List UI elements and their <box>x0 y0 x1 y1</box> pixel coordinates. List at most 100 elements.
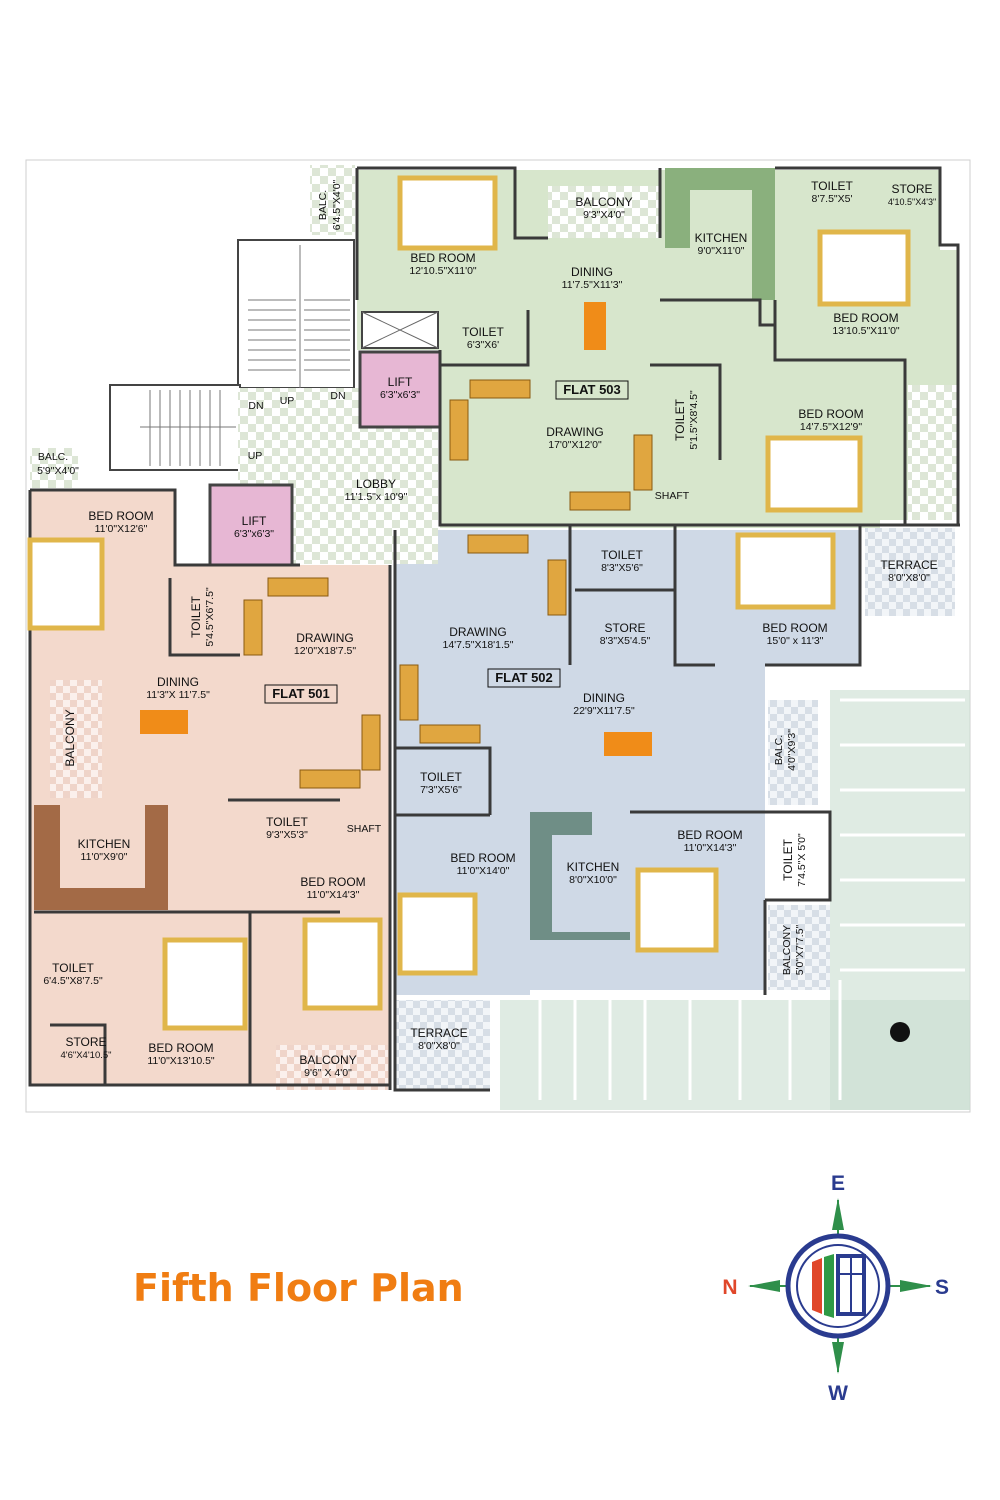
room-dim: 22'9"X11'7.5" <box>573 705 635 717</box>
stair-dn-label: DN <box>330 390 345 402</box>
stair-dn-label: DN <box>248 400 263 412</box>
room-dim: 8'3"X5'6" <box>601 562 643 574</box>
room-name: TOILET <box>781 838 795 880</box>
room-name: TOILET <box>189 595 203 637</box>
room-dim: 8'3"X5'4.5" <box>600 635 651 647</box>
room-dim: 8'7.5"X5' <box>811 193 852 205</box>
room-name: TERRACE <box>880 558 937 572</box>
room-dim: 9'6" X 4'0" <box>304 1067 352 1079</box>
room-dim: 9'3"X4'0" <box>583 209 625 221</box>
room-dim: 5'9"X4'0" <box>37 465 79 477</box>
furniture <box>27 175 911 1031</box>
room-dim: 7'3"X5'6" <box>420 784 462 796</box>
parking-bays <box>538 698 965 1100</box>
room-name: TOILET <box>811 179 853 193</box>
kitchen-502-counter <box>530 812 630 940</box>
room-dim: 11'0"X14'3" <box>307 889 360 901</box>
room-name: DRAWING <box>296 631 354 645</box>
flat-502-area <box>395 528 955 1090</box>
room-dim: 12'0"X18'7.5" <box>294 645 357 657</box>
room-name: BED ROOM <box>148 1041 213 1055</box>
room-dim: 17'0"X12'0" <box>548 439 602 451</box>
room-name: BED ROOM <box>677 828 742 842</box>
room-dim: 8'0"X10'0" <box>569 874 617 886</box>
room-name: BALCONY <box>575 195 632 209</box>
room-dim: 11'0"X12'6" <box>95 523 148 535</box>
staircase <box>109 239 355 471</box>
room-dim: 8'0"X8'0" <box>418 1040 460 1052</box>
room-dim: 14'7.5"X18'1.5" <box>442 639 513 651</box>
room-name: LIFT <box>388 375 413 389</box>
column-marker <box>890 1022 910 1042</box>
shaft-label: SHAFT <box>347 823 382 835</box>
room-name: DINING <box>571 265 613 279</box>
room-dim: 11'0"X14'3" <box>684 842 737 854</box>
room-dim: 15'0" x 11'3" <box>767 635 824 647</box>
room-name: BALC. <box>38 451 68 463</box>
room-dim: 11'0"X13'10.5" <box>147 1055 215 1067</box>
room-dim: 5'0"X7'7.5" <box>794 924 806 975</box>
compass-north: N <box>722 1276 737 1299</box>
dining-table-501 <box>140 710 188 734</box>
room-name: BALCONY <box>781 925 793 975</box>
room-name: BED ROOM <box>410 251 475 265</box>
room-dim: 14'7.5"X12'9" <box>800 421 863 433</box>
room-name: BED ROOM <box>762 621 827 635</box>
kitchen-503-counter <box>665 168 775 300</box>
room-name: LIFT <box>242 514 267 528</box>
room-name: TOILET <box>52 961 94 975</box>
room-dim: 11'1.5"x 10'9" <box>345 491 408 503</box>
compass-south: S <box>935 1276 949 1299</box>
room-name: BALC. <box>317 190 329 220</box>
room-name: TERRACE <box>410 1026 467 1040</box>
room-dim: 4'0"X9'3" <box>786 729 798 771</box>
room-dim: 8'0"X8'0" <box>888 572 930 584</box>
room-name: DRAWING <box>546 425 604 439</box>
flat-501-area <box>30 448 390 1090</box>
room-dim: 6'3"x6'3" <box>234 528 274 540</box>
room-name: STORE <box>891 182 932 196</box>
room-dim: 6'3"X6' <box>467 339 499 351</box>
room-name: BALCONY <box>299 1053 356 1067</box>
room-dim: 4'10.5"X4'3" <box>888 197 936 207</box>
room-dim: 13'10.5"X11'0" <box>832 325 900 337</box>
room-name: BED ROOM <box>798 407 863 421</box>
room-name: KITCHEN <box>567 860 620 874</box>
compass-west: W <box>828 1382 848 1405</box>
room-dim: 11'0"X14'0" <box>457 865 510 877</box>
room-name: KITCHEN <box>78 837 131 851</box>
room-name: BED ROOM <box>450 851 515 865</box>
dining-table-503 <box>584 302 606 350</box>
room-name: LOBBY <box>356 477 396 491</box>
room-name: TOILET <box>601 548 643 562</box>
room-dim: 6'4.5"X8'7.5" <box>43 975 103 987</box>
compass-east: E <box>831 1172 845 1195</box>
compass-rose: E W N S <box>722 1172 949 1405</box>
room-name: BED ROOM <box>300 875 365 889</box>
flat-501-label: FLAT 501 <box>272 686 330 701</box>
room-name: DINING <box>583 691 625 705</box>
dining-table-502 <box>604 732 652 756</box>
plan-title: Fifth Floor Plan <box>133 1266 464 1310</box>
flat-503-label: FLAT 503 <box>563 382 621 397</box>
room-dim: 5'4.5"X6'7.5" <box>204 587 216 647</box>
room-name: BALC. <box>773 735 785 765</box>
stair-up-label: UP <box>280 395 295 407</box>
room-name: STORE <box>65 1035 106 1049</box>
room-dim: 12'10.5"X11'0" <box>409 265 477 277</box>
room-name: DRAWING <box>449 625 507 639</box>
room-dim: 5'1.5"X8'4.5" <box>688 390 700 450</box>
walls <box>28 166 960 1092</box>
room-name: TOILET <box>673 398 687 440</box>
room-name: TOILET <box>266 815 308 829</box>
room-dim: 7'4.5"X 5'0" <box>796 833 808 887</box>
room-name: BALCONY <box>63 709 77 766</box>
room-name: TOILET <box>420 770 462 784</box>
room-dim: 6'4.5"X4'0" <box>331 179 343 230</box>
room-name: DINING <box>157 675 199 689</box>
room-name: BED ROOM <box>88 509 153 523</box>
lift-a-box <box>358 350 442 429</box>
room-labels: BALC. 6'4.5"X4'0" BED ROOM 12'10.5"X11'0… <box>37 179 938 1079</box>
room-dim: 11'7.5"X11'3" <box>562 279 623 291</box>
